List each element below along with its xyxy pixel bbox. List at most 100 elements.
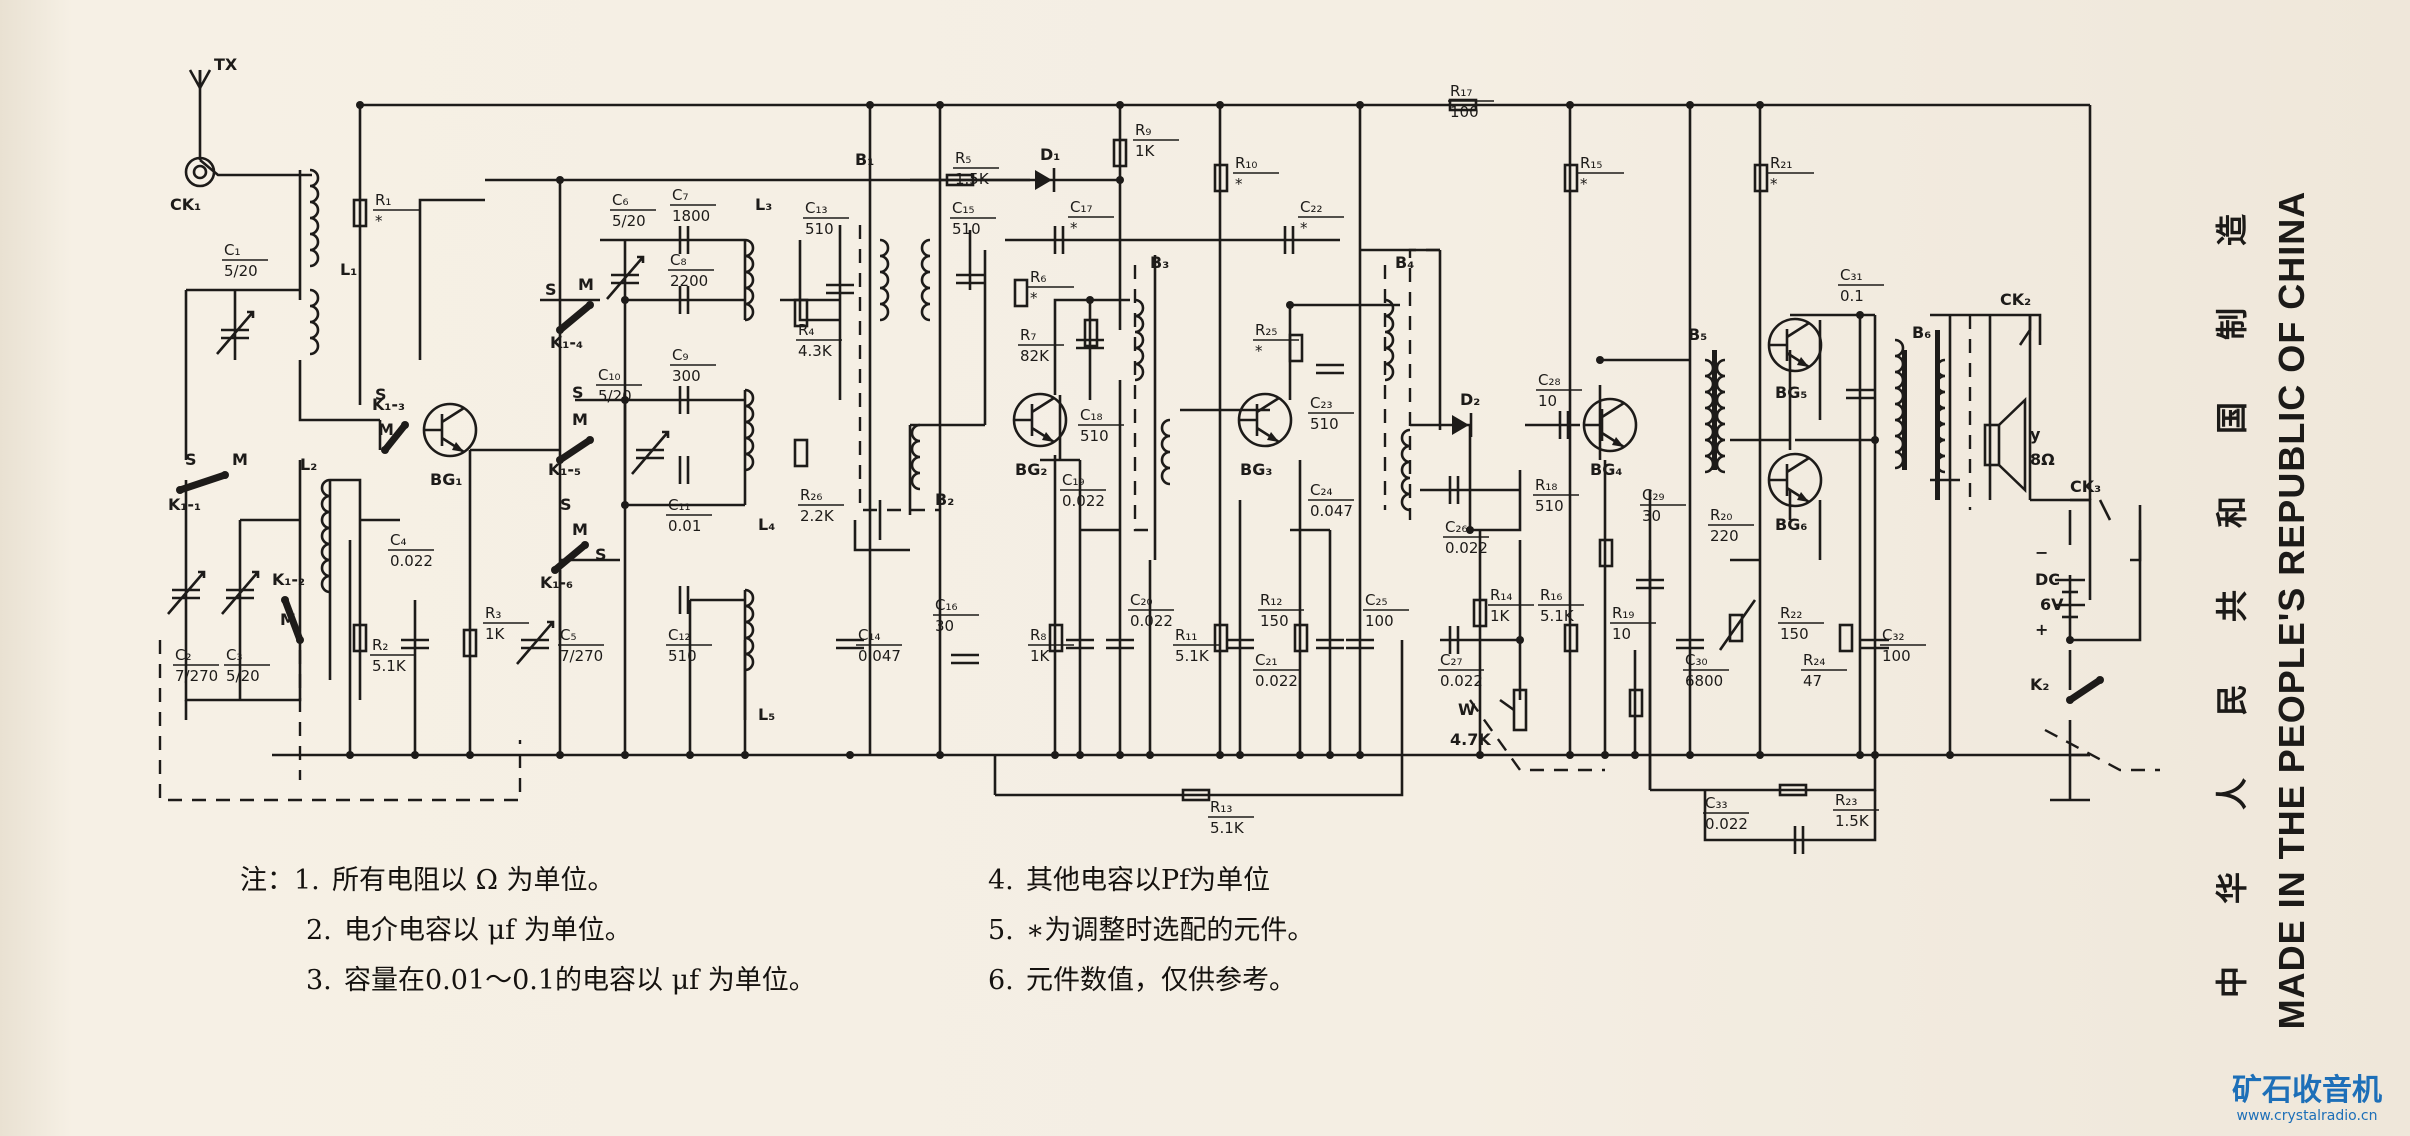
junction-dot [621, 296, 629, 304]
junction-dot [1516, 636, 1524, 644]
note-5: 5.∗为调整时选配的元件。 [988, 908, 1314, 947]
note-4: 4.其他电容以Pf为单位 [988, 858, 1270, 897]
coils [309, 168, 1946, 672]
capacitor-c6 [611, 273, 639, 285]
label-dc: DC [2035, 570, 2060, 589]
component-name: R₁₃ [1210, 798, 1232, 816]
watermark-url: www.crystalradio.cn [2236, 1108, 2378, 1124]
label-bg4: BG₄ [1590, 460, 1622, 479]
component-name: R₁ [375, 191, 391, 209]
component-value: 30 [935, 617, 954, 635]
label-bg5: BG₅ [1775, 383, 1807, 402]
coil-b3-primary [1134, 298, 1145, 382]
junction-dot [1216, 101, 1224, 109]
switch-k1-4 [556, 301, 594, 334]
component-value: 5.1K [1210, 819, 1245, 837]
label-l1: L₁ [340, 260, 357, 279]
capacitor-c3 [226, 588, 254, 600]
switch-k1-3 [381, 421, 409, 454]
component-name: R₁₆ [1540, 586, 1562, 604]
junction-dot [411, 751, 419, 759]
coil-l1-secondary [309, 288, 320, 356]
component-value: 10 [1538, 392, 1557, 410]
switch-k2 [2066, 676, 2104, 704]
component-name: R₈ [1030, 626, 1046, 644]
component-r1: R₁* [373, 191, 419, 230]
caption-english-text: MADE IN THE PEOPLE'S REPUBLIC OF CHINA [2271, 190, 2312, 1030]
component-name: C₂₀ [1130, 591, 1153, 609]
switch-pos-label: M [572, 410, 588, 429]
component-value: 0.022 [1062, 492, 1105, 510]
note-3: 3.容量在0.01～0.1的电容以 μf 为单位。 [306, 958, 816, 997]
component-value: * [1030, 289, 1038, 307]
note-text: 其他电容以Pf为单位 [1026, 865, 1271, 896]
watermark-logo: 矿石收音机 [2232, 1073, 2382, 1108]
junction-dot [1756, 751, 1764, 759]
component-name: C₈ [670, 251, 687, 269]
label-bg3: BG₃ [1240, 460, 1272, 479]
label-k1_3: K₁-₃ [372, 395, 405, 414]
component-value: 1K [485, 625, 506, 643]
junction-dot [1566, 751, 1574, 759]
component-value: 510 [952, 220, 981, 238]
component-name: R₅ [955, 149, 971, 167]
component-value: 5.1K [1540, 607, 1575, 625]
component-value: 510 [1080, 427, 1109, 445]
jacks [184, 69, 2142, 562]
component-name: R₂₃ [1835, 791, 1857, 809]
capacitor-c16 [951, 653, 979, 665]
note-1: 注：1.所有电阻以 Ω 为单位。 [240, 858, 615, 897]
transformer-cores [1712, 330, 1940, 500]
label-w: W [1458, 700, 1476, 719]
junction-dot [1466, 526, 1474, 534]
component-value: 5/20 [226, 667, 260, 685]
component-c5: C₅7/270 [558, 626, 604, 665]
notes-block: 注：1.所有电阻以 Ω 为单位。 2.电介电容以 μf 为单位。 3.容量在0.… [240, 858, 1400, 1008]
switch-pos-label: S [185, 450, 197, 469]
component-value: * [1580, 175, 1588, 193]
component-value: 30 [1642, 507, 1661, 525]
component-name: C₁₁ [668, 496, 691, 514]
junction-dot [936, 751, 944, 759]
label-ck2: CK₂ [2000, 290, 2031, 309]
switch-pos-label: M [378, 420, 394, 439]
switch-pos-label: S [572, 383, 584, 402]
switch-pos-label: M [578, 275, 594, 294]
transistor-bg3 [1237, 392, 1293, 448]
component-name: R₁₂ [1260, 591, 1282, 609]
label-spk_ohm: 8Ω [2030, 450, 2055, 469]
switch-pos-label: S [595, 545, 607, 564]
component-value: 5.1K [372, 657, 407, 675]
label-dc_v: 6V [2040, 595, 2064, 614]
component-name: C₁₀ [598, 366, 621, 384]
component-value: 150 [1780, 625, 1809, 643]
coil-l5 [744, 588, 755, 672]
component-name: R₁₅ [1580, 154, 1602, 172]
label-w_val: 4.7K [1450, 730, 1491, 749]
junction-dot [621, 501, 629, 509]
component-r15: R₁₅ * [1578, 154, 1624, 193]
label-k1_1: K₁-₁ [168, 495, 201, 514]
capacitor-c17 [1053, 226, 1065, 254]
capacitor-c8 [678, 286, 690, 314]
capacitor-c14 [836, 638, 864, 650]
component-name: C₂₅ [1365, 591, 1388, 609]
component-name: R₂ [372, 636, 388, 654]
transistor-bg1 [422, 402, 478, 458]
